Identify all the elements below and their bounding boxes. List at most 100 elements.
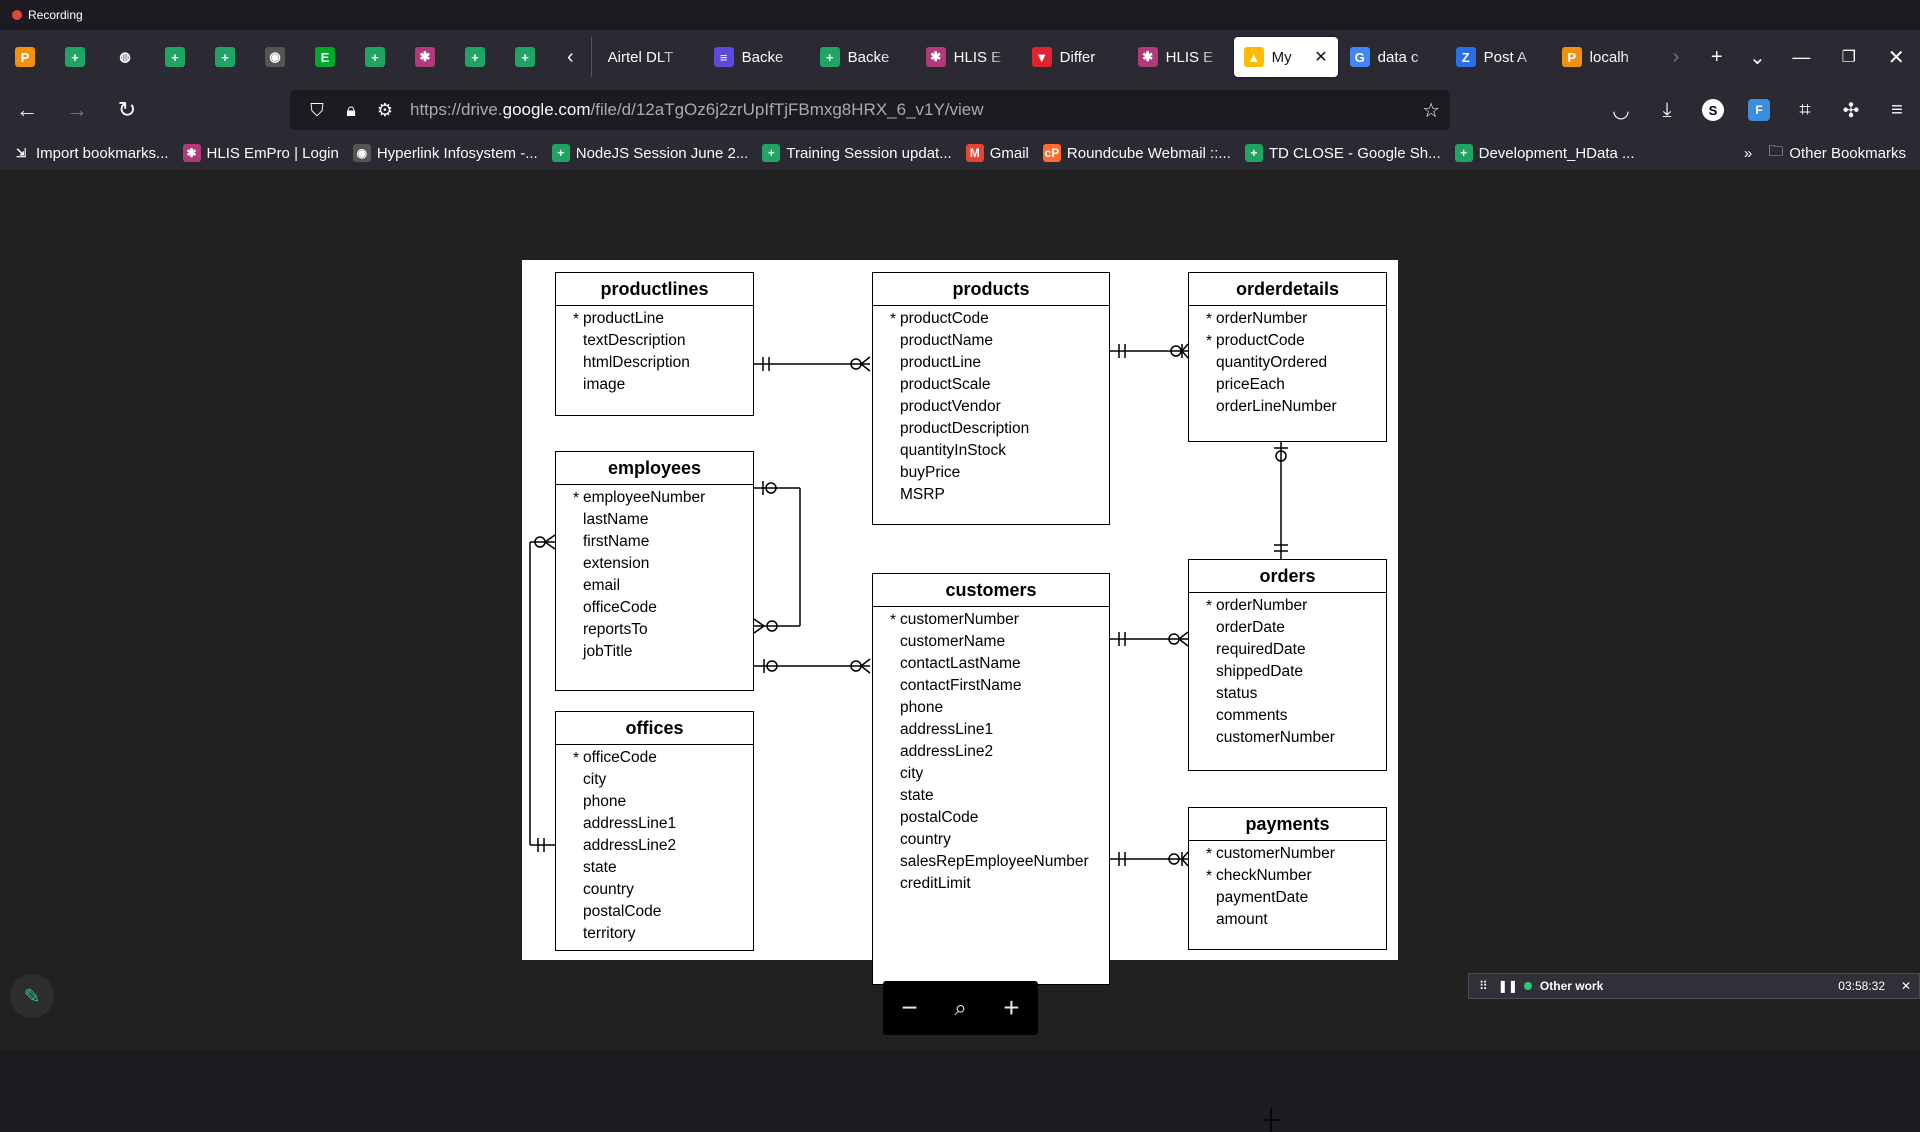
bookmark-list: ⇲Import bookmarks... ✱HLIS EmPro | Login ◉…: [12, 144, 1649, 162]
zoom-in-button[interactable]: +: [1003, 992, 1020, 1023]
forward-button[interactable]: →: [66, 97, 88, 122]
new-tab-button[interactable]: +: [1710, 45, 1723, 68]
pinned-tab[interactable]: P: [0, 30, 50, 84]
scroll-tabs-right-button[interactable]: ›: [1672, 45, 1680, 68]
primary-key-attribute: employeeNumber: [573, 487, 753, 510]
list-all-tabs-button[interactable]: ⌄: [1748, 46, 1766, 69]
pinned-tab[interactable]: +: [150, 30, 200, 84]
pinned-tab[interactable]: +: [50, 30, 100, 84]
minimize-button[interactable]: —: [1792, 46, 1811, 67]
bookmark-label: Roundcube Webmail ::...: [1066, 144, 1231, 162]
attribute: quantityOrdered: [1216, 354, 1328, 371]
pma-icon: P: [1561, 47, 1582, 67]
back-button[interactable]: ←: [16, 97, 38, 122]
hlis-icon: ✱: [1137, 47, 1158, 67]
zoom-reset-icon[interactable]: ⌕: [954, 995, 967, 1020]
bookmark-star-icon[interactable]: ☆: [1422, 100, 1440, 122]
tab-label: Post A: [1483, 48, 1528, 66]
lock-icon[interactable]: 🔒︎: [346, 99, 356, 120]
browser-tab[interactable]: + Backe: [810, 37, 914, 77]
browser-tab[interactable]: ▲My✕: [1233, 37, 1338, 77]
tab-label: HLIS E: [1165, 48, 1214, 66]
evernote-icon: E: [315, 47, 335, 67]
pinned-tab[interactable]: ✱: [400, 30, 450, 84]
bookmark-item[interactable]: +TD CLOSE - Google Sh...: [1244, 144, 1441, 162]
extensions-icon[interactable]: ✣: [1842, 99, 1860, 122]
attribute: productLine: [900, 354, 982, 371]
extension-f-icon[interactable]: F: [1736, 99, 1782, 121]
attribute-list: orderNumberorderDaterequiredDateshippedD…: [1189, 593, 1386, 749]
edit-pencil-button[interactable]: ✎: [10, 974, 54, 1018]
pinned-tab[interactable]: +: [500, 30, 550, 84]
attribute: image: [583, 376, 626, 393]
scroll-tabs-left-button[interactable]: ‹: [567, 45, 574, 68]
attribute: contactFirstName: [900, 677, 1022, 694]
bookmark-label: Gmail: [989, 144, 1029, 162]
record-icon: [12, 10, 22, 20]
hyperlink-icon: ◉: [265, 47, 285, 67]
primary-key-attribute: customerNumber: [890, 609, 1109, 632]
bookmark-item[interactable]: ✱HLIS EmPro | Login: [182, 144, 339, 162]
browser-tab[interactable]: ≡Backe: [704, 37, 808, 77]
entity-title: productlines: [556, 273, 753, 306]
close-icon[interactable]: ✕: [1900, 979, 1911, 993]
primary-key-attribute: orderNumber: [1206, 595, 1386, 618]
bottom-band: [0, 1050, 1920, 1080]
browser-tab[interactable]: ✱ HLIS E: [1128, 37, 1232, 77]
menu-icon[interactable]: ≡: [1891, 98, 1903, 121]
tab-label: Backe: [847, 48, 890, 66]
sheets-icon: +: [819, 47, 840, 67]
attribute-list: productLinetextDescriptionhtmlDescriptio…: [556, 306, 753, 396]
bookmark-item[interactable]: +Development_HData ...: [1454, 144, 1635, 162]
crop-icon[interactable]: ⌗: [1799, 98, 1811, 121]
other-bookmarks[interactable]: 🗀Other Bookmarks: [1768, 141, 1906, 166]
attribute-list: productCodeproductNameproductLineproduct…: [873, 306, 1109, 506]
permissions-icon[interactable]: ⚙: [376, 99, 394, 120]
bookmark-item[interactable]: + NodeJS Session June 2...: [551, 144, 749, 162]
pinned-tab[interactable]: E: [300, 30, 350, 84]
primary-key-attribute: productLine: [573, 308, 753, 331]
downloads-icon[interactable]: ⤓: [1662, 98, 1672, 121]
bookmark-item[interactable]: ◉Hyperlink Infosystem -...: [352, 144, 538, 162]
attribute-list: customerNumbercustomerNamecontactLastNam…: [873, 607, 1109, 895]
browser-tab[interactable]: ✱HLIS E: [916, 37, 1020, 77]
pinned-tab[interactable]: +: [350, 30, 400, 84]
shield-icon[interactable]: ⛉: [310, 99, 324, 120]
tab-list: Airtel DLT≡Backe+Backe✱HLIS E▼Differ✱HLI…: [590, 37, 1656, 77]
bookmark-label: NodeJS Session June 2...: [575, 144, 749, 162]
pause-icon[interactable]: ❚❚: [1497, 979, 1518, 993]
pinned-tab[interactable]: +: [450, 30, 500, 84]
pocket-icon[interactable]: ◡: [1612, 99, 1630, 122]
close-tab-icon[interactable]: ✕: [1314, 49, 1328, 66]
zoom-out-button[interactable]: −: [901, 992, 918, 1023]
url-text[interactable]: https://drive.google.com/file/d/12aTgOz6…: [410, 100, 984, 119]
pinned-tab[interactable]: +: [200, 30, 250, 84]
browser-tab[interactable]: Airtel DLT: [598, 37, 702, 77]
more-bookmarks-icon[interactable]: »: [1743, 144, 1753, 162]
pinned-tab[interactable]: ◉: [250, 30, 300, 84]
bookmark-label: Import bookmarks...: [36, 144, 169, 162]
primary-key-attribute: productCode: [890, 308, 1109, 331]
entity-orders: orders orderNumberorderDaterequiredDates…: [1188, 559, 1387, 771]
url-bar[interactable]: ⛉ 🔒︎ ⚙ https://drive.google.com/file/d/1…: [290, 90, 1450, 130]
entity-products: products productCodeproductNameproductLi…: [872, 272, 1110, 525]
close-window-button[interactable]: ✕: [1887, 46, 1905, 69]
pinned-tab[interactable]: ◍: [100, 30, 150, 84]
primary-key-attribute: checkNumber: [1206, 865, 1386, 888]
timer-task: Other work: [1539, 979, 1604, 993]
profile-icon[interactable]: S: [1690, 99, 1736, 121]
vercel-icon: ▼: [1031, 47, 1052, 67]
sheets-icon: +: [551, 144, 570, 162]
attribute: requiredDate: [1216, 641, 1306, 658]
bookmark-item[interactable]: ⇲Import bookmarks...: [12, 144, 169, 162]
reload-button[interactable]: ↻: [117, 97, 137, 122]
restore-button[interactable]: ❐: [1841, 49, 1857, 66]
bookmark-item[interactable]: +Training Session updat...: [762, 144, 952, 162]
browser-tab[interactable]: ▼Differ: [1022, 37, 1126, 77]
drag-handle-icon[interactable]: ⠿: [1479, 979, 1488, 993]
